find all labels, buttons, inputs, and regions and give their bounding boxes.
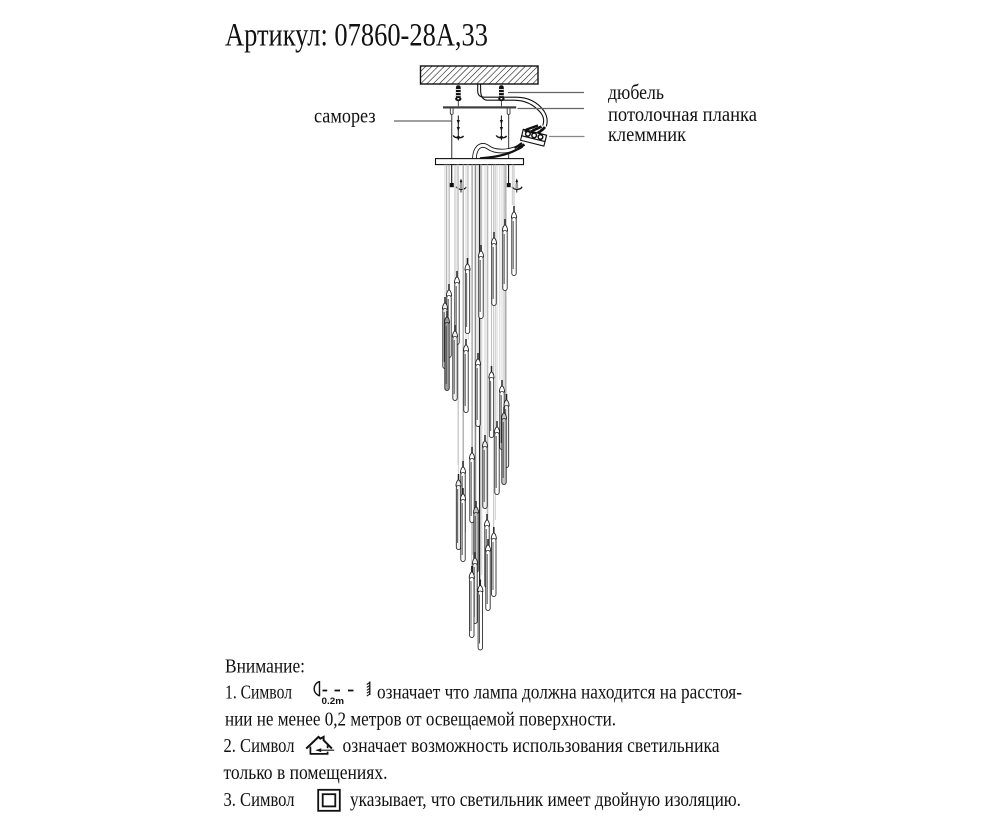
svg-text:саморез: саморез bbox=[314, 103, 376, 127]
svg-text:означает возможность использов: означает возможность использования свети… bbox=[343, 736, 720, 757]
svg-text:дюбель: дюбель bbox=[608, 80, 664, 104]
svg-text:клеммник: клеммник bbox=[608, 122, 687, 146]
svg-text:Артикул: 07860-28А,33: Артикул: 07860-28А,33 bbox=[225, 17, 488, 53]
svg-text:означает что лампа должна нахо: означает что лампа должна находится на р… bbox=[377, 683, 742, 704]
svg-text:3. Символ: 3. Символ bbox=[224, 790, 295, 811]
svg-text:2. Символ: 2. Символ bbox=[224, 736, 295, 757]
svg-text:0.2m: 0.2m bbox=[322, 696, 345, 707]
svg-text:только в помещениях.: только в помещениях. bbox=[224, 763, 388, 784]
svg-text:Внимание:: Внимание: bbox=[225, 657, 305, 678]
svg-text:1. Символ: 1. Символ bbox=[225, 683, 292, 704]
svg-text:потолочная планка: потолочная планка bbox=[608, 102, 758, 126]
svg-text:нии не менее 0,2 метров от осв: нии не менее 0,2 метров от освещаемой по… bbox=[225, 710, 616, 731]
svg-text:указывает, что светильник имее: указывает, что светильник имеет двойную … bbox=[350, 790, 741, 811]
